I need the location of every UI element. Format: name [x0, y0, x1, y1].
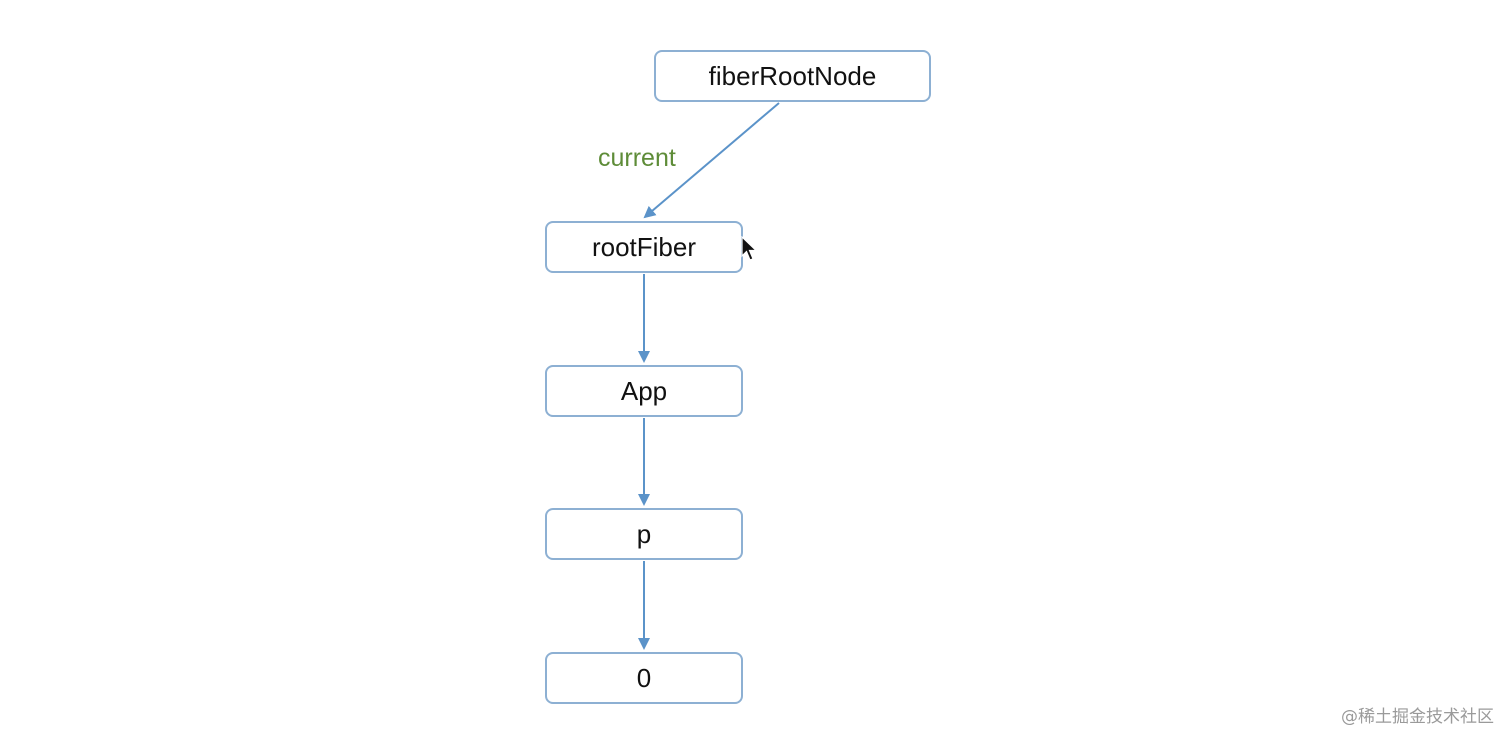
edge-fiberRootNode-to-rootFiber — [643, 102, 780, 219]
node-label-fiberRootNode: fiberRootNode — [708, 60, 877, 91]
node-p: p — [545, 508, 743, 560]
node-label-p: p — [636, 518, 652, 549]
watermark: @稀土掘金技术社区 — [1341, 707, 1494, 727]
node-label-App: App — [620, 375, 668, 406]
node-App: App — [545, 365, 743, 417]
node-rootFiber: rootFiber — [545, 221, 743, 273]
node-fiberRootNode: fiberRootNode — [654, 50, 931, 102]
node-label-rootFiber: rootFiber — [591, 231, 697, 262]
mouse-pointer-icon — [741, 236, 757, 261]
node-label-zero: 0 — [636, 662, 652, 693]
edge-label-current: current — [598, 144, 676, 172]
node-zero: 0 — [545, 652, 743, 704]
